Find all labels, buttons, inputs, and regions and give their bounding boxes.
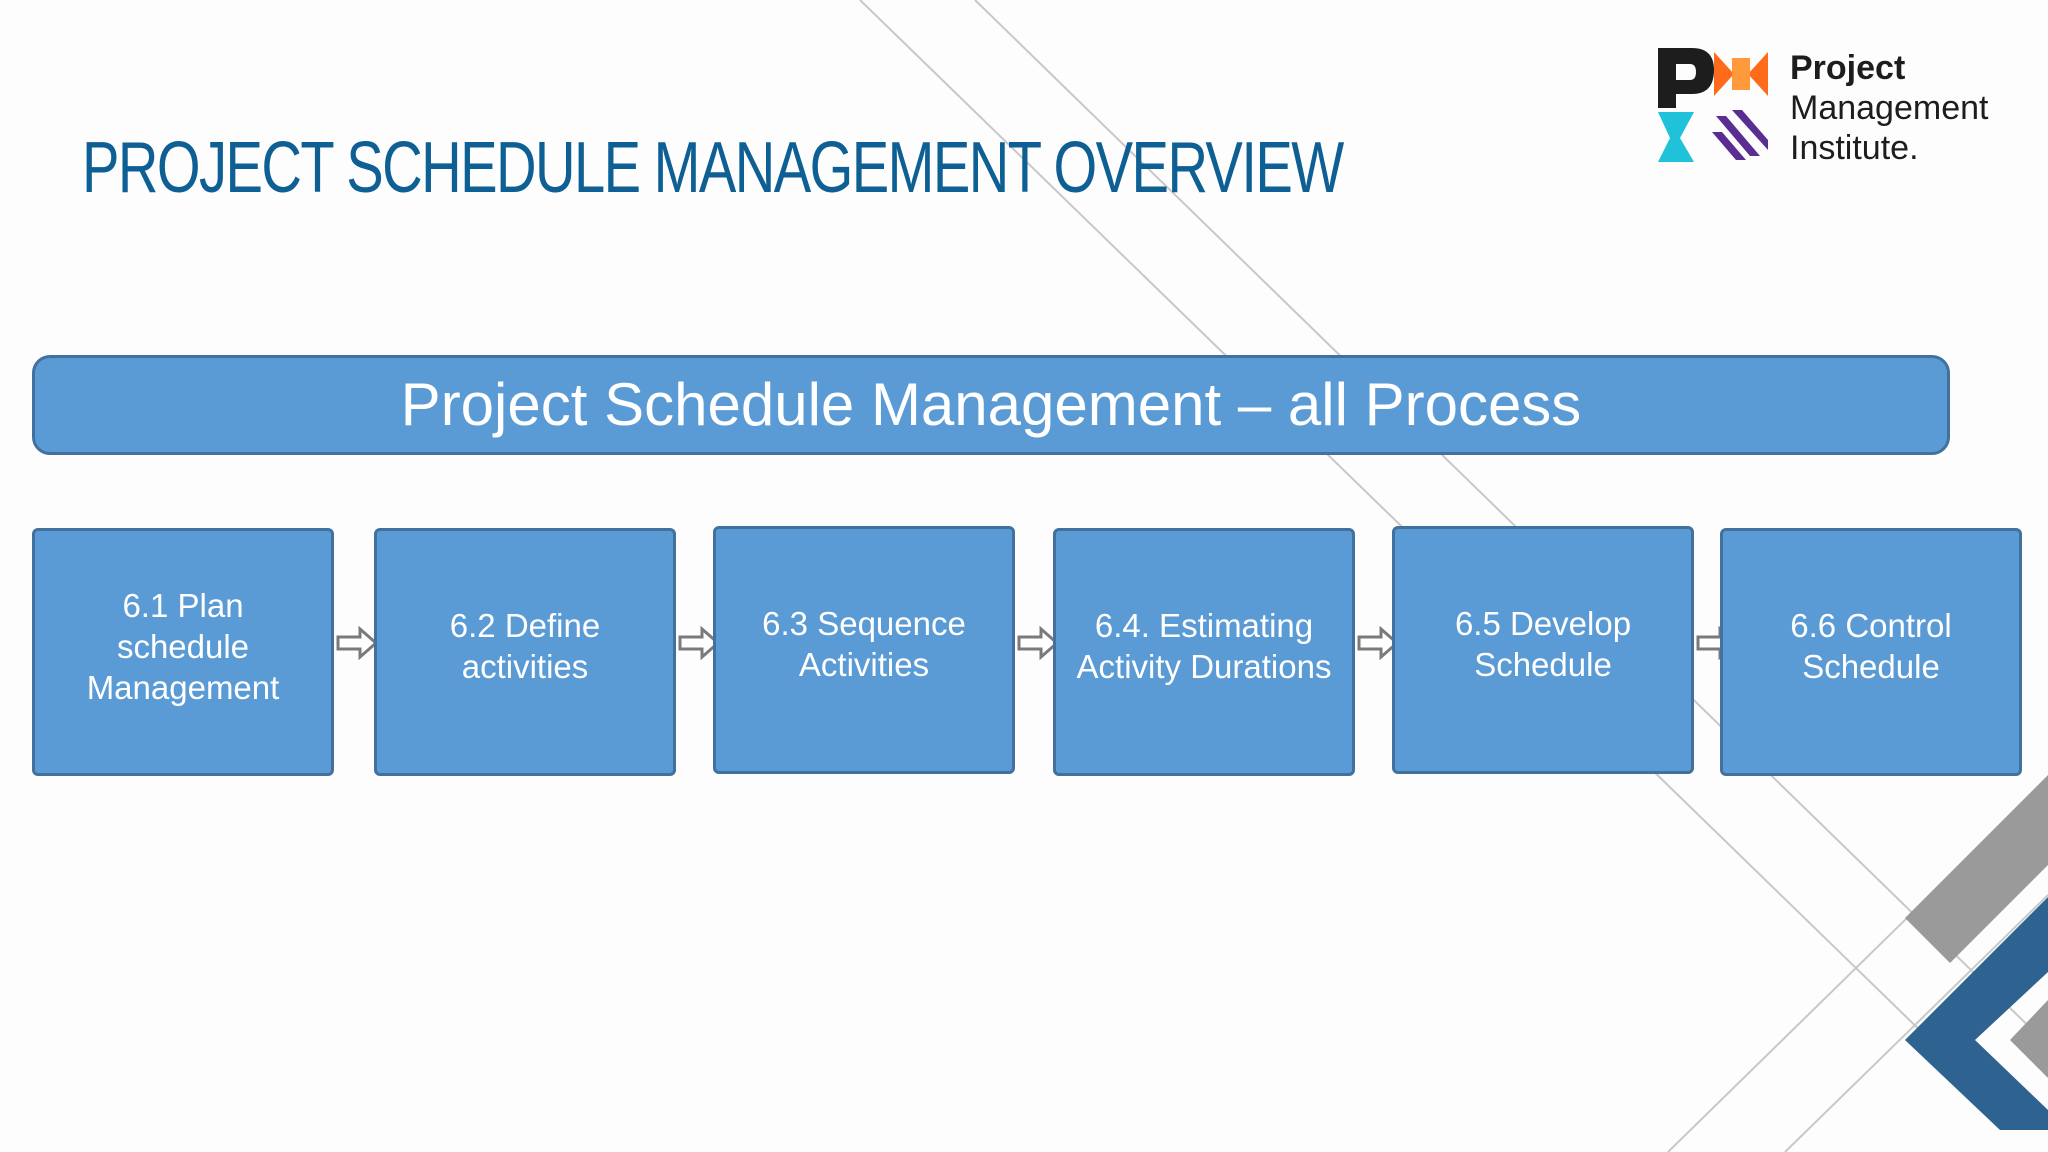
process-box-estimating-activity-durations: 6.4. Estimating Activity Durations — [1053, 528, 1355, 776]
pmi-logo-icon — [1658, 48, 1768, 162]
right-arrow-icon — [678, 626, 720, 660]
decor-line — [1784, 894, 2048, 1152]
pmi-logo: Project Management Institute. — [1656, 46, 2036, 168]
logo-line: Management — [1790, 89, 1989, 127]
slide-title: PROJECT SCHEDULE MANAGEMENT OVERVIEW — [82, 128, 1344, 208]
process-box-develop-schedule: 6.5 Develop Schedule — [1392, 526, 1694, 774]
process-box-define-activities: 6.2 Define activities — [374, 528, 676, 776]
decor-line — [974, 0, 2048, 1046]
logo-wordmark: Project Management Institute. — [1790, 48, 1988, 168]
logo-line: Project — [1790, 49, 1906, 87]
right-arrow-icon — [1017, 626, 1059, 660]
decor-line — [859, 0, 1931, 1041]
process-box-sequence-activities: 6.3 Sequence Activities — [713, 526, 1015, 774]
process-box-plan-schedule-management: 6.1 Plan schedule Management — [32, 528, 334, 776]
decor-blue-chevron — [1905, 897, 2048, 1130]
right-arrow-icon — [336, 626, 378, 660]
logo-line: Institute. — [1790, 129, 1919, 167]
process-group-banner: Project Schedule Management – all Proces… — [32, 355, 1950, 455]
right-arrow-icon — [1357, 626, 1399, 660]
process-box-control-schedule: 6.6 Control Schedule — [1720, 528, 2022, 776]
decor-gray-band — [1905, 775, 2048, 963]
decor-gray-chevron — [2010, 1000, 2048, 1078]
